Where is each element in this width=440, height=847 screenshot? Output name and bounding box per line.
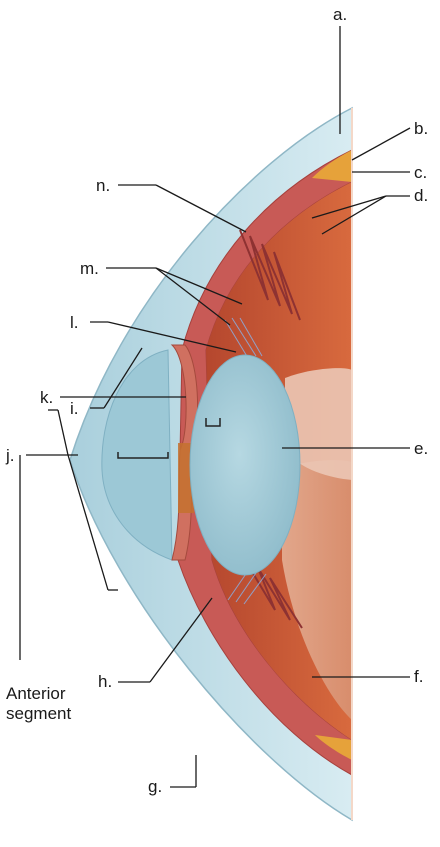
anterior-segment-line2: segment xyxy=(6,704,126,724)
label-m: m. xyxy=(80,260,99,277)
label-i: i. xyxy=(70,400,79,417)
lens xyxy=(190,355,300,575)
label-n: n. xyxy=(96,177,110,194)
label-g: g. xyxy=(148,778,162,795)
label-k: k. xyxy=(40,389,53,406)
label-e: e. xyxy=(414,440,428,457)
label-j: j. xyxy=(6,447,15,464)
label-f: f. xyxy=(414,668,423,685)
label-d: d. xyxy=(414,187,428,204)
label-c: c. xyxy=(414,164,427,181)
anterior-segment-line1: Anterior xyxy=(6,684,126,704)
anterior-segment-label: Anterior segment xyxy=(6,684,126,725)
label-a: a. xyxy=(333,6,347,23)
label-l: l. xyxy=(70,314,79,331)
label-b: b. xyxy=(414,120,428,137)
